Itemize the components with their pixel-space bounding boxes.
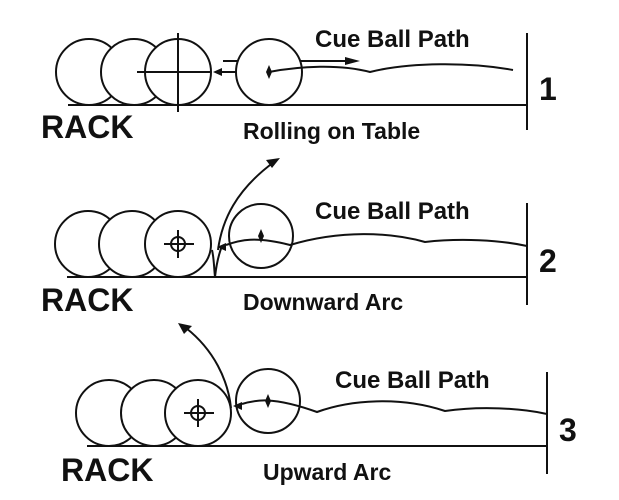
panel-number: 1	[539, 71, 557, 107]
caption-label: Rolling on Table	[243, 118, 420, 144]
arrow-right-icon	[345, 57, 360, 65]
arrow-left-icon	[217, 243, 226, 251]
cue-ball-path-curve	[225, 233, 528, 247]
panel-1: Cue Ball Path RACK Rolling on Table 1	[41, 26, 557, 145]
rack-label: RACK	[41, 109, 133, 145]
panel-2: Cue Ball Path RACK Downward Arc 2	[41, 158, 557, 318]
cue-ball-path-label: Cue Ball Path	[315, 198, 470, 225]
panel-3: Cue Ball Path RACK Upward Arc 3	[61, 323, 577, 488]
bounce-dip-curve	[211, 245, 223, 278]
arrow-left-icon	[233, 402, 242, 410]
caption-label: Downward Arc	[243, 289, 403, 315]
panel-number: 3	[559, 412, 577, 448]
deflection-arc	[217, 161, 275, 251]
cue-ball-path-label: Cue Ball Path	[315, 26, 470, 53]
arrow-left-icon	[213, 68, 222, 76]
cue-ball-path-curve	[268, 63, 514, 74]
arrow-up-right-icon	[266, 158, 280, 168]
caption-label: Upward Arc	[263, 459, 391, 485]
cue-ball-path-label: Cue Ball Path	[335, 367, 490, 394]
rack-label: RACK	[61, 452, 153, 488]
deflection-arc	[185, 327, 232, 409]
arrow-up-left-icon	[178, 323, 192, 334]
panel-number: 2	[539, 243, 557, 279]
cue-ball-path-curve	[241, 399, 548, 415]
rack-label: RACK	[41, 282, 133, 318]
